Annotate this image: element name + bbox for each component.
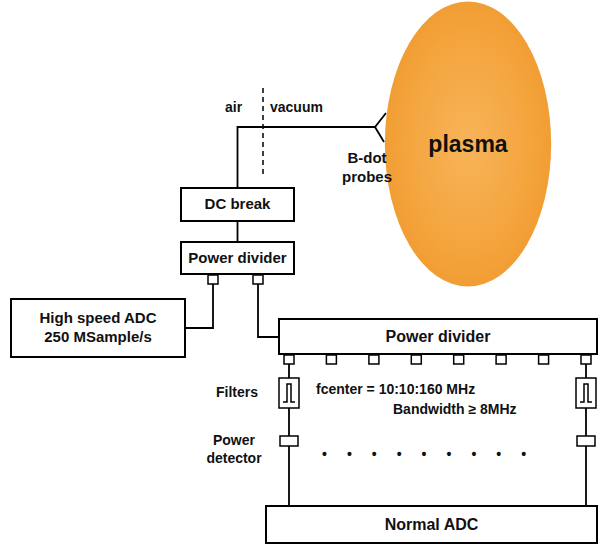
port [369, 355, 379, 364]
plasma-ellipse: plasma [384, 0, 552, 288]
node-text: 250 MSample/s [44, 328, 152, 347]
port [208, 275, 218, 284]
port [454, 355, 464, 364]
region-label: air [225, 99, 242, 117]
node-text: Power divider [188, 249, 286, 268]
signal-wire [237, 222, 238, 241]
port [496, 355, 506, 364]
port [411, 355, 421, 364]
part-label: Filters [216, 384, 258, 402]
node-text: plasma [428, 130, 507, 159]
probe-label: B-dot probes [328, 149, 406, 187]
ellipsis-dots: ••••••••• [322, 446, 546, 464]
process-box: Power divider [278, 318, 598, 355]
air-vacuum-wall [262, 88, 264, 178]
process-box: DC break [180, 187, 295, 222]
process-box: High speed ADC250 MSample/s [10, 298, 186, 358]
process-box: Normal ADC [265, 505, 598, 544]
bandwidth-note: Bandwidth ≥ 8MHz [393, 401, 517, 419]
port [326, 355, 336, 364]
port [581, 355, 591, 364]
node-text: High speed ADC [40, 309, 157, 328]
filter-symbol [279, 378, 299, 408]
filter-symbol [576, 378, 596, 408]
port [284, 355, 294, 364]
port [539, 355, 549, 364]
power-detector-symbol [577, 436, 595, 446]
power-detector-symbol [280, 436, 298, 446]
region-label: vacuum [270, 99, 323, 117]
node-text: Power divider [386, 327, 491, 347]
node-text: Normal ADC [385, 515, 479, 535]
process-box: Power divider [180, 241, 295, 275]
node-text: DC break [205, 195, 271, 214]
frequency-note: fcenter = 10:10:160 MHz [316, 381, 475, 399]
port [253, 275, 263, 284]
divider-ports [284, 355, 591, 364]
part-label: Power detector [196, 432, 272, 467]
